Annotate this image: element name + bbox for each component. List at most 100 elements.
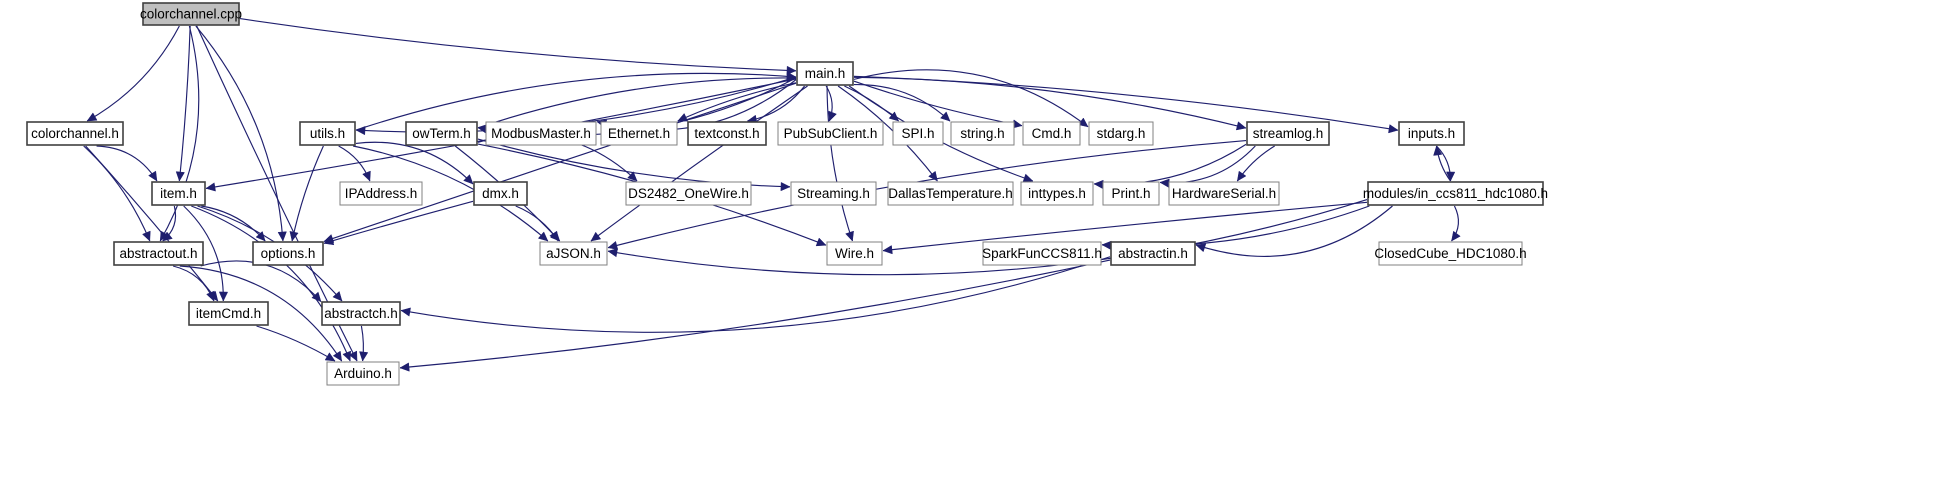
edge-streamlog_h-to-aJSON_h <box>607 139 1247 249</box>
edge-main_h-to-Ethernet_h <box>677 82 797 122</box>
edge-item_h-to-options_h <box>201 205 266 242</box>
node-DallasTemperature_h[interactable]: DallasTemperature.h <box>887 181 1014 206</box>
node-box[interactable] <box>1168 181 1280 206</box>
node-textconst_h[interactable]: textconst.h <box>687 121 767 146</box>
node-box[interactable] <box>539 241 608 266</box>
node-options_h[interactable]: options.h <box>252 241 324 266</box>
node-box[interactable] <box>790 181 877 206</box>
node-main_h[interactable]: main.h <box>796 61 854 86</box>
node-streamlog_h[interactable]: streamlog.h <box>1246 121 1330 146</box>
edge-modules_in_ccs811-to-aJSON_h <box>607 198 1368 276</box>
node-box[interactable] <box>687 121 767 146</box>
edge-arrowhead <box>590 231 602 242</box>
edge-arrowhead <box>332 350 343 362</box>
node-itemCmd_h[interactable]: itemCmd.h <box>188 301 269 326</box>
node-string_h[interactable]: string.h <box>950 121 1015 146</box>
node-aJSON_h[interactable]: aJSON.h <box>539 241 608 266</box>
node-IPAddress_h[interactable]: IPAddress.h <box>339 181 423 206</box>
edge-main_h-to-inputs_h <box>853 75 1399 131</box>
node-dmx_h[interactable]: dmx.h <box>473 181 528 206</box>
edge-arrowhead <box>815 237 827 247</box>
node-PubSubClient_h[interactable]: PubSubClient.h <box>777 121 884 146</box>
node-Arduino_h[interactable]: Arduino.h <box>326 361 400 386</box>
node-box[interactable] <box>326 361 400 386</box>
node-box[interactable] <box>982 241 1102 266</box>
node-box[interactable] <box>188 301 269 326</box>
node-box[interactable] <box>1022 121 1081 146</box>
node-box[interactable] <box>1367 181 1544 206</box>
node-Cmd_h[interactable]: Cmd.h <box>1022 121 1081 146</box>
edge-arrowhead <box>86 112 98 122</box>
node-HardwareSerial_h[interactable]: HardwareSerial.h <box>1168 181 1280 206</box>
node-abstractch_h[interactable]: abstractch.h <box>321 301 401 326</box>
node-box[interactable] <box>299 121 356 146</box>
node-box[interactable] <box>887 181 1014 206</box>
node-box[interactable] <box>1020 181 1094 206</box>
node-box[interactable] <box>1102 181 1160 206</box>
node-item_h[interactable]: item.h <box>151 181 206 206</box>
node-DS2482_OneWire_h[interactable]: DS2482_OneWire.h <box>625 181 752 206</box>
edge-arrowhead <box>277 231 287 242</box>
node-box[interactable] <box>1378 241 1523 266</box>
node-box[interactable] <box>1398 121 1465 146</box>
node-box[interactable] <box>473 181 528 206</box>
node-SPI_h[interactable]: SPI.h <box>892 121 944 146</box>
edge-arrowhead <box>148 170 158 182</box>
node-box[interactable] <box>321 301 401 326</box>
node-inputs_h[interactable]: inputs.h <box>1398 121 1465 146</box>
node-utils_h[interactable]: utils.h <box>299 121 356 146</box>
node-box[interactable] <box>1110 241 1196 266</box>
node-colorchannel_h[interactable]: colorchannel.h <box>26 121 124 146</box>
node-box[interactable] <box>796 61 854 86</box>
edge-utils_h-to-aJSON_h <box>353 145 549 242</box>
edge-layer <box>83 18 1461 372</box>
edge-arrowhead <box>399 362 410 372</box>
edge-arrowhead <box>1446 171 1456 182</box>
edge-dmx_h-to-options_h <box>323 200 474 244</box>
edge-arrowhead <box>1093 179 1104 190</box>
node-box[interactable] <box>600 121 678 146</box>
node-ModbusMaster_h[interactable]: ModbusMaster.h <box>485 121 597 146</box>
node-abstractout_h[interactable]: abstractout.h <box>113 241 204 266</box>
edge-arrowhead <box>205 182 216 192</box>
node-stdarg_h[interactable]: stdarg.h <box>1088 121 1154 146</box>
edge-arrowhead <box>607 240 619 250</box>
node-SparkFunCCS811_h[interactable]: SparkFunCCS811.h <box>982 241 1102 266</box>
edge-modules_in_ccs811-to-Wire_h <box>882 201 1368 252</box>
node-box[interactable] <box>625 181 752 206</box>
node-ClosedCube_HDC1080[interactable]: ClosedCube_HDC1080.h <box>1374 241 1527 266</box>
node-inttypes_h[interactable]: inttypes.h <box>1020 181 1094 206</box>
node-box[interactable] <box>252 241 324 266</box>
edge-arrowhead <box>359 351 369 362</box>
node-Ethernet_h[interactable]: Ethernet.h <box>600 121 678 146</box>
edge-abstractin_h-to-abstractch_h <box>400 256 1111 333</box>
node-Wire_h[interactable]: Wire.h <box>826 241 883 266</box>
edge-main_h-to-streamlog_h <box>853 76 1247 129</box>
node-colorchannel_cpp[interactable]: colorchannel.cpp <box>140 2 242 26</box>
node-box[interactable] <box>339 181 423 206</box>
edge-arrowhead <box>1077 117 1089 128</box>
node-box[interactable] <box>892 121 944 146</box>
node-box[interactable] <box>1246 121 1330 146</box>
node-box[interactable] <box>151 181 206 206</box>
node-box[interactable] <box>405 121 478 146</box>
node-box[interactable] <box>1088 121 1154 146</box>
node-box[interactable] <box>113 241 204 266</box>
node-box[interactable] <box>777 121 884 146</box>
edge-arrowhead <box>882 245 893 255</box>
edge-arrowhead <box>400 307 411 317</box>
node-abstractin_h[interactable]: abstractin.h <box>1110 241 1196 266</box>
node-Streaming_h[interactable]: Streaming.h <box>790 181 877 206</box>
node-owTerm_h[interactable]: owTerm.h <box>405 121 478 146</box>
edge-arrowhead <box>175 171 185 182</box>
node-box[interactable] <box>485 121 597 146</box>
node-box[interactable] <box>826 241 883 266</box>
edge-arrowhead <box>324 352 336 362</box>
node-box[interactable] <box>26 121 124 146</box>
node-modules_in_ccs811[interactable]: modules/in_ccs811_hdc1080.h <box>1363 181 1548 206</box>
node-box[interactable] <box>950 121 1015 146</box>
edge-abstractin_h-to-Arduino_h <box>399 259 1111 369</box>
node-box[interactable] <box>142 2 240 26</box>
node-Print_h[interactable]: Print.h <box>1102 181 1160 206</box>
edge-modules_in_ccs811-to-abstractin_h <box>1195 205 1393 257</box>
